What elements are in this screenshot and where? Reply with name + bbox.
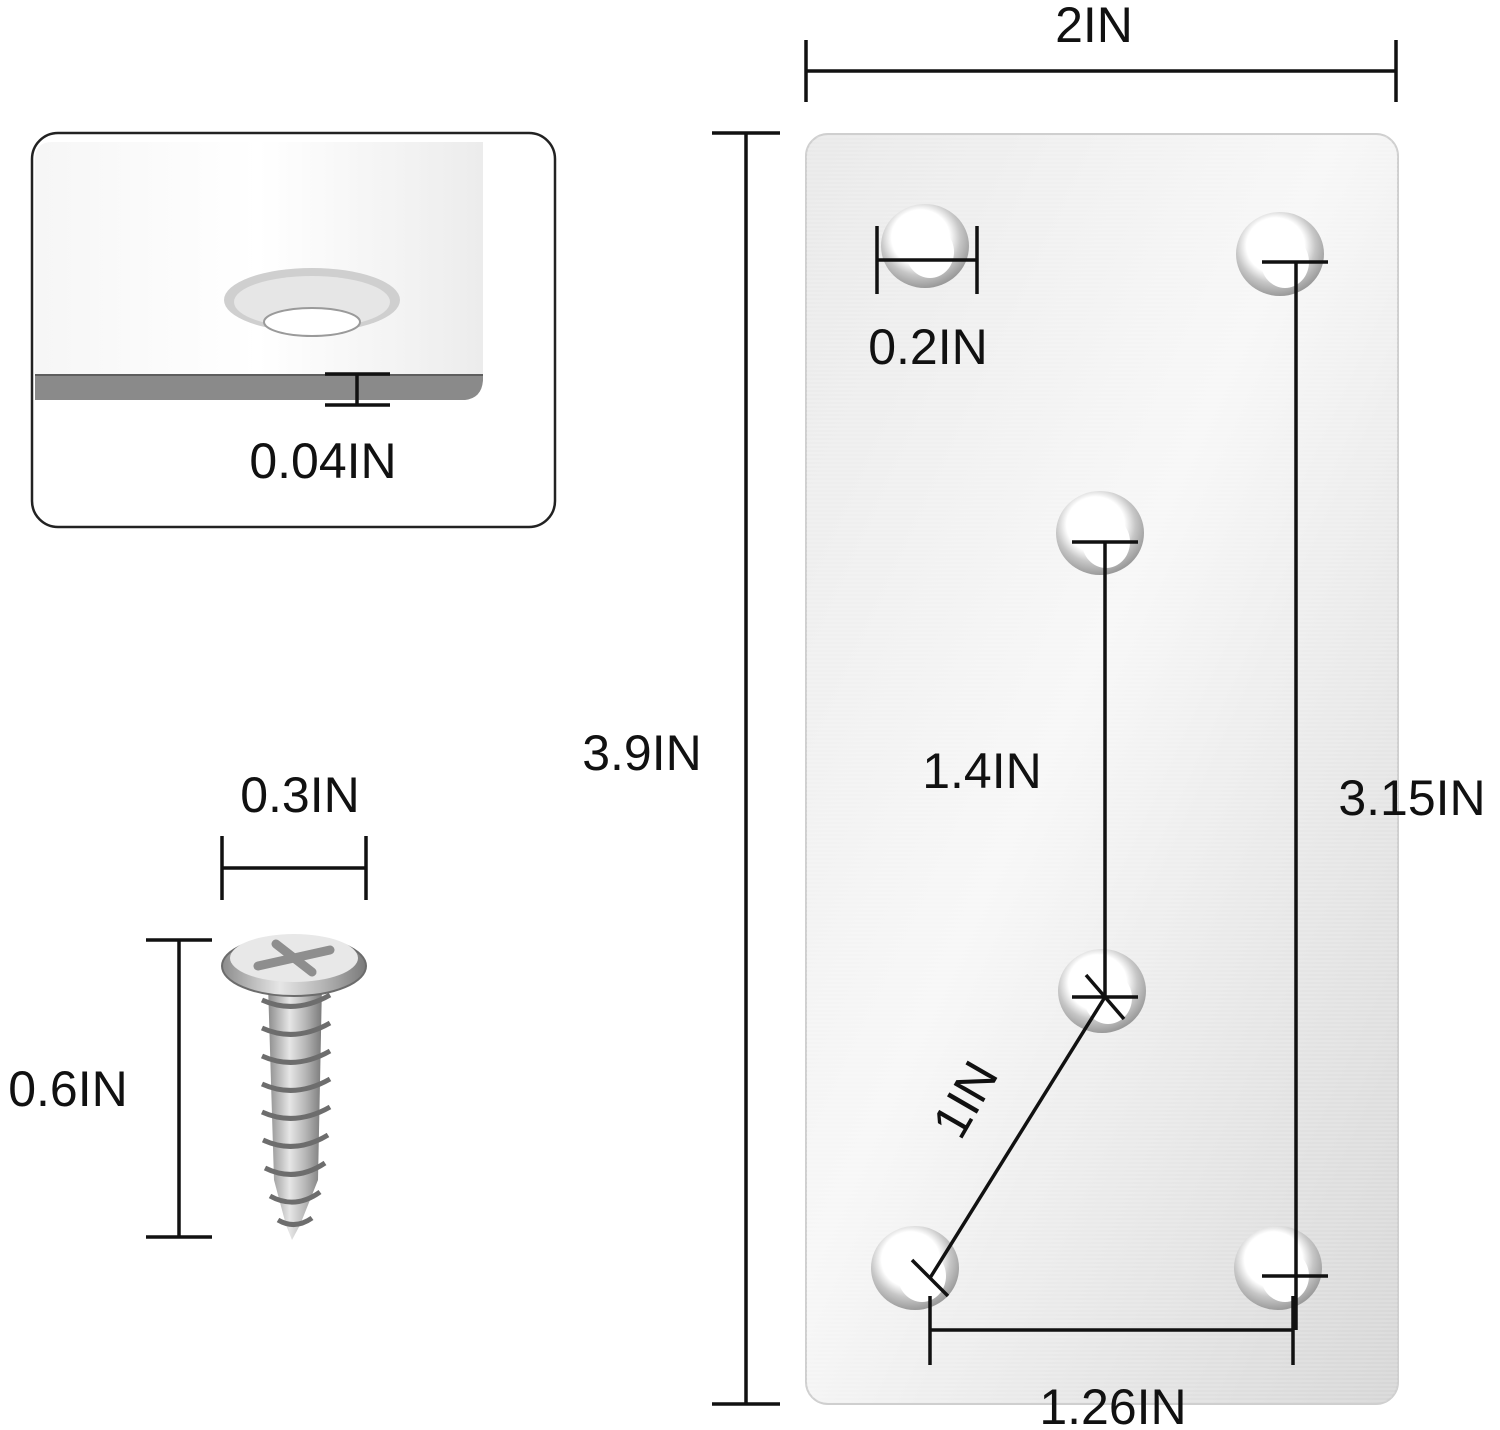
hole-bottom-right bbox=[1234, 1226, 1322, 1310]
diagonal-spacing-dimension bbox=[910, 973, 1126, 1298]
plate-height-dimension bbox=[712, 131, 780, 1406]
inset-plate-edge bbox=[35, 375, 483, 400]
bottom-hole-spacing-label: 1.26IN bbox=[1039, 1379, 1186, 1430]
phillips-cross-icon bbox=[253, 939, 335, 977]
screw-head-diameter-label: 0.3IN bbox=[240, 767, 360, 823]
hole-top-right bbox=[1236, 212, 1324, 296]
screw-length-dimension bbox=[146, 938, 212, 1239]
screw-length-label: 0.6IN bbox=[8, 1061, 128, 1117]
plate-width-dimension bbox=[804, 40, 1398, 102]
thickness-label: 0.04IN bbox=[249, 433, 396, 489]
plate-height-label: 3.9IN bbox=[582, 725, 702, 781]
hole-center-upper bbox=[1056, 491, 1144, 575]
hole-top-left bbox=[881, 204, 969, 288]
screw-shank bbox=[268, 985, 322, 1240]
screw-threads bbox=[260, 992, 332, 1227]
bottom-hole-spacing-dimension bbox=[928, 1296, 1295, 1365]
center-hole-spacing-label: 1.4IN bbox=[922, 743, 1042, 799]
thickness-inset: 0.04IN bbox=[30, 131, 557, 529]
hole-diameter-label: 0.2IN bbox=[868, 319, 988, 375]
hole-bottom-left bbox=[871, 1226, 959, 1310]
plate-width-label: 2IN bbox=[1055, 0, 1133, 53]
thickness-dimension bbox=[325, 372, 390, 407]
outer-hole-spacing-label: 3.15IN bbox=[1338, 770, 1485, 826]
inset-countersunk-hole bbox=[224, 268, 400, 337]
hole-diameter-dimension bbox=[875, 226, 979, 294]
screw bbox=[221, 934, 367, 1240]
mending-plate bbox=[805, 133, 1399, 1405]
inset-plate-surface bbox=[35, 142, 483, 375]
screw-head-dimension bbox=[220, 836, 368, 900]
outer-hole-spacing-dimension bbox=[1262, 260, 1328, 1330]
